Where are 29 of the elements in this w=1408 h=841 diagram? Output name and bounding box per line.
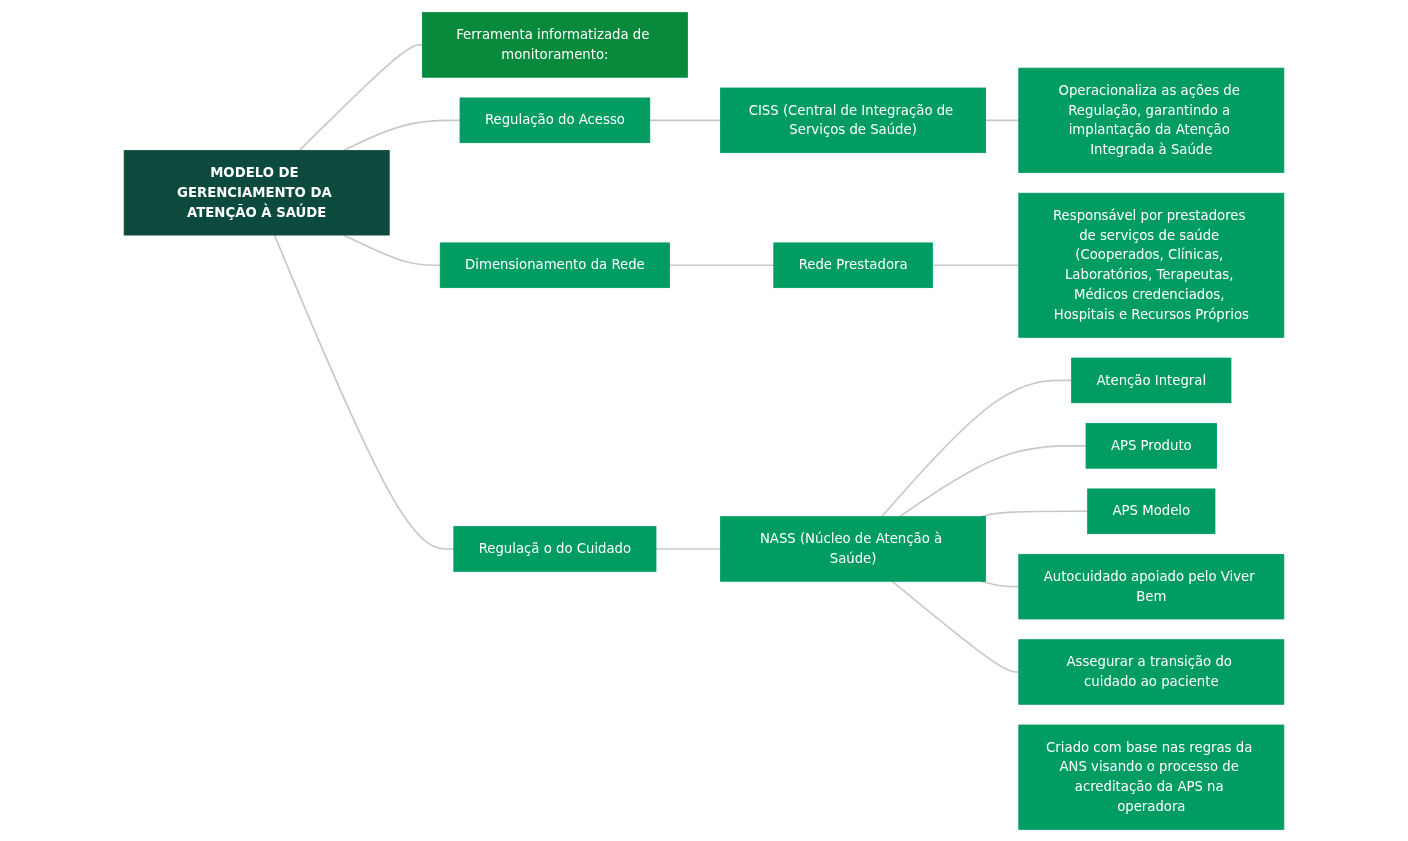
connector	[980, 579, 1020, 587]
node-box: NASS (Núcleo de Atenção à Saúde)	[720, 515, 987, 582]
connector	[655, 547, 722, 550]
node-box: APS Produto	[1085, 422, 1217, 469]
node-box: CISS (Central de Integração de Serviços de Saúde)	[720, 87, 987, 153]
node-box: Criado com base nas regras da ANS visando o processo de acreditação da APS na operadora	[1018, 724, 1285, 830]
connector	[298, 43, 424, 151]
node-box: APS Modelo	[1087, 488, 1216, 534]
connector	[880, 379, 1073, 517]
node-box: MODELO DE GERENCIAMENTO DA ATENÇÃO À SAÚDE	[123, 149, 390, 235]
connector	[342, 119, 461, 151]
connector	[648, 119, 722, 121]
connector	[668, 263, 775, 266]
connector	[931, 263, 1020, 266]
node-box: Dimensionamento da Rede	[439, 242, 670, 288]
connector	[342, 233, 442, 266]
node-box: Responsável por prestadores de serviços de saúde (Cooperados, Clínicas, Laboratórios, Terapeutas, Médicos credenciados, Hospitais e Recursos Próprios	[1018, 192, 1285, 338]
node-box: Regulação do Acesso	[459, 97, 651, 143]
node-box: Rede Prestadora	[773, 242, 933, 288]
connector	[273, 233, 455, 550]
node-box: Assegurar a transição do cuidado ao paciente	[1018, 638, 1285, 705]
connector	[891, 579, 1020, 673]
node-box: Operacionaliza as ações de Regulação, garantindo a implantação da Atenção Integrada à Saúde	[1018, 67, 1285, 173]
connector	[984, 119, 1020, 121]
node-box: Ferramenta informatizada de monitoramento:	[421, 11, 688, 78]
node-box: Autocuidado apoiado pelo Viver Bem	[1018, 553, 1285, 619]
node-box: Atenção Integral	[1071, 357, 1232, 403]
connector	[898, 444, 1087, 517]
node-box: Regulaçã o do Cuidado	[453, 525, 657, 572]
